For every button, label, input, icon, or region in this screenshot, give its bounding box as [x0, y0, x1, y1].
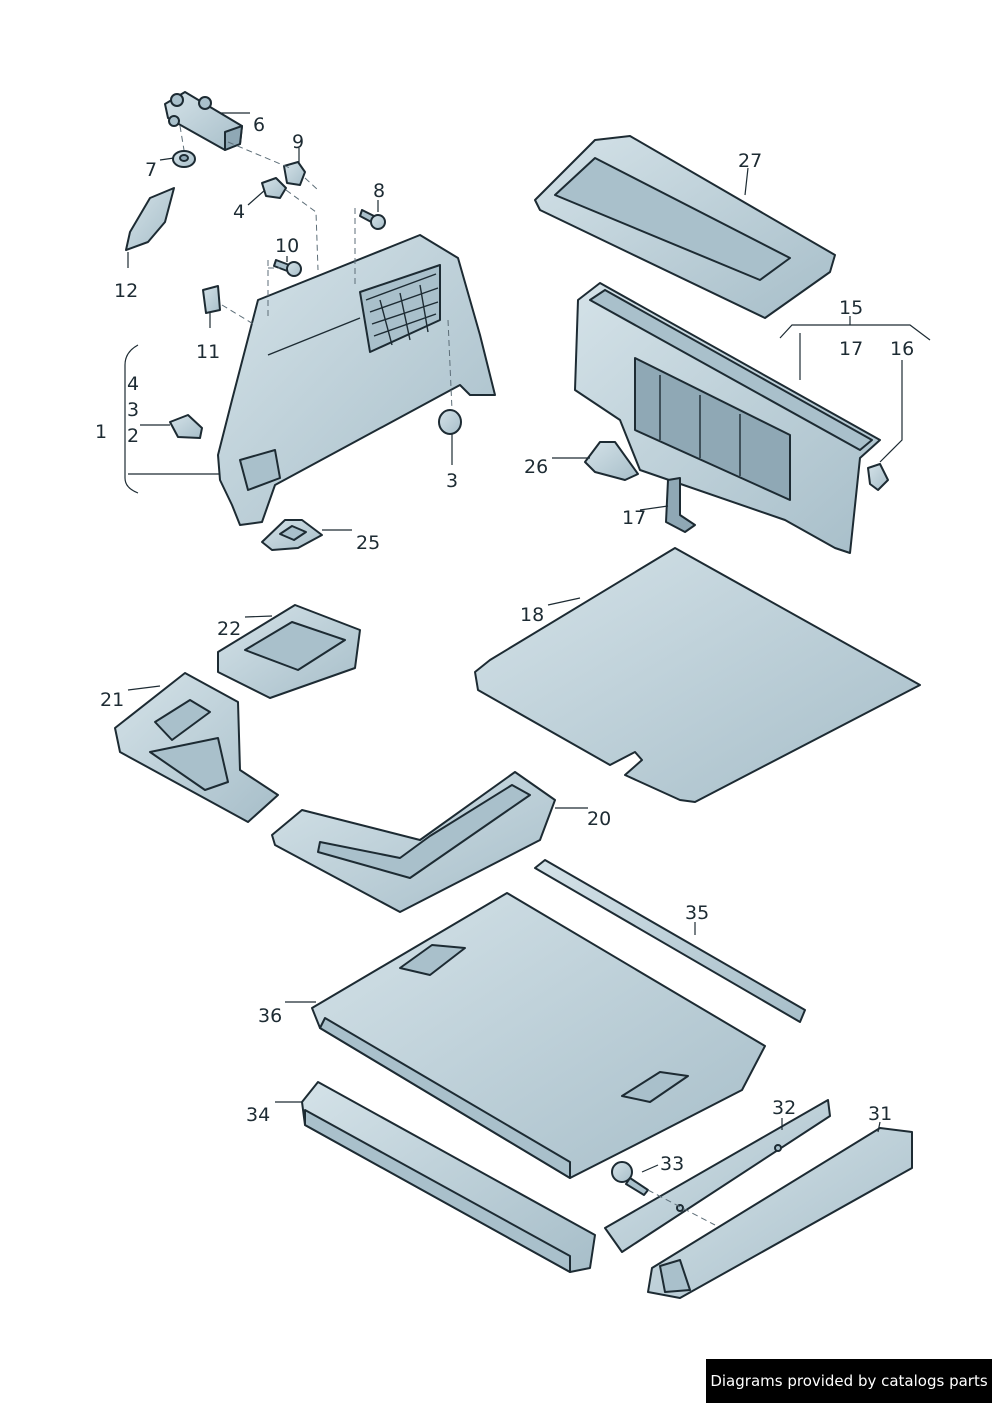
part-2-clip: [169, 414, 203, 439]
credit-banner: Diagrams provided by catalogs parts: [706, 1359, 992, 1403]
part-25-bracket: [261, 519, 323, 551]
part-3-plug: [438, 409, 462, 435]
label-3-group: 3: [127, 399, 139, 421]
part-34-cover-roller: [301, 1081, 596, 1273]
callout-labels: 6 9 7 8 4 10 12 11 4 3 1 2 3 25 27 15 17…: [95, 114, 914, 1175]
part-9-clip: [283, 161, 306, 186]
label-16: 16: [890, 338, 914, 360]
part-36-floor-panel: [311, 892, 766, 1179]
part-15-rear-panel: [574, 282, 881, 554]
part-33-screw: [611, 1161, 649, 1196]
label-4-group: 4: [127, 373, 139, 395]
label-15: 15: [839, 297, 863, 319]
label-32: 32: [772, 1097, 796, 1119]
label-17: 17: [622, 507, 646, 529]
part-1-side-trim: [217, 234, 496, 526]
label-3: 3: [446, 470, 458, 492]
part-8-screw: [359, 209, 386, 230]
label-8: 8: [373, 180, 385, 202]
label-10: 10: [275, 235, 299, 257]
label-2: 2: [127, 425, 139, 447]
label-6: 6: [253, 114, 265, 136]
part-12-cover: [125, 187, 175, 251]
part-35-strip: [534, 859, 806, 1023]
part-20-foam-tray: [271, 771, 556, 913]
label-22: 22: [217, 618, 241, 640]
part-21-foam-insert: [114, 672, 279, 823]
label-27: 27: [738, 150, 762, 172]
part-4-clip: [261, 177, 287, 199]
label-21: 21: [100, 689, 124, 711]
label-36: 36: [258, 1005, 282, 1027]
part-16-clip: [867, 463, 889, 491]
dashed-assembly-lines: [179, 125, 716, 1226]
label-26: 26: [524, 456, 548, 478]
label-35: 35: [685, 902, 709, 924]
part-27-shelf: [534, 135, 836, 319]
label-31: 31: [868, 1103, 892, 1125]
part-22-foam-insert: [217, 604, 361, 699]
label-4-top: 4: [233, 201, 245, 223]
part-26-bracket: [584, 441, 639, 481]
part-7-nut: [172, 150, 196, 168]
leader-lines: [124, 112, 931, 1173]
label-33: 33: [660, 1153, 684, 1175]
part-11-clip: [202, 285, 221, 314]
part-18-floor-mat: [474, 547, 921, 803]
label-7: 7: [145, 159, 157, 181]
label-1: 1: [95, 421, 107, 443]
label-9: 9: [292, 131, 304, 153]
part-31-rail: [647, 1127, 913, 1299]
label-34: 34: [246, 1104, 270, 1126]
part-6-bracket: [164, 91, 243, 151]
label-20: 20: [587, 808, 611, 830]
part-17-bracket: [665, 477, 696, 533]
label-17-group: 17: [839, 338, 863, 360]
label-18: 18: [520, 604, 544, 626]
part-10-screw: [273, 259, 302, 277]
label-12: 12: [114, 280, 138, 302]
label-11: 11: [196, 341, 220, 363]
label-25: 25: [356, 532, 380, 554]
part-32-rail: [604, 1099, 831, 1253]
